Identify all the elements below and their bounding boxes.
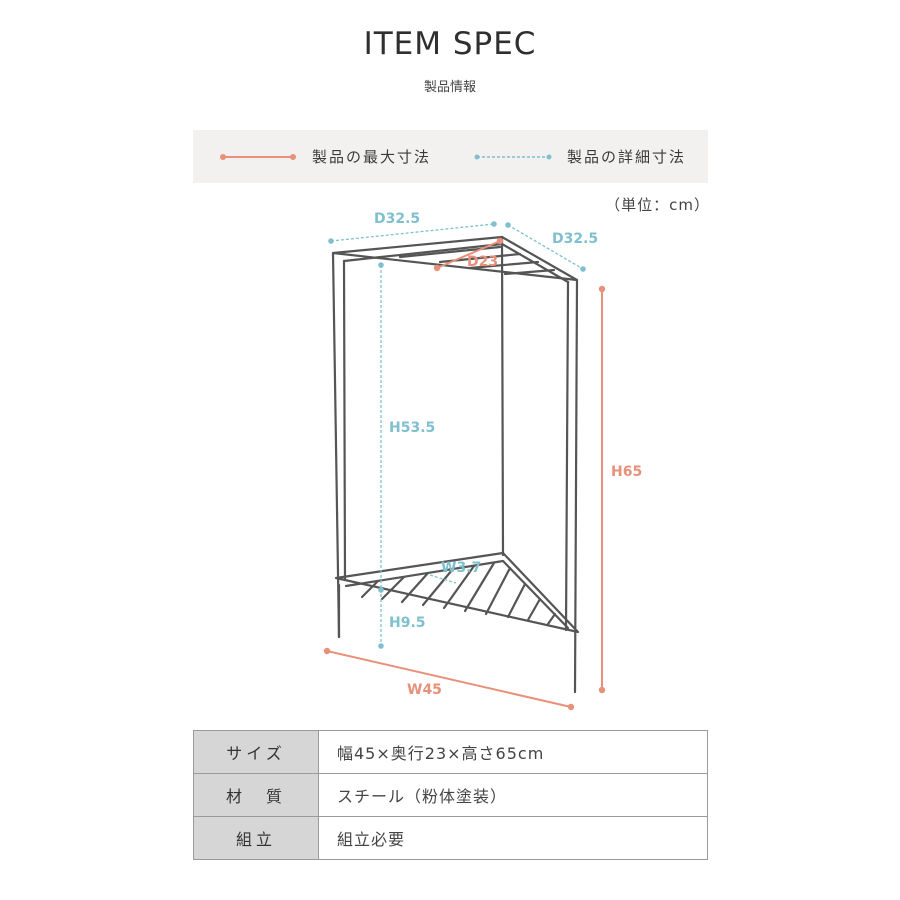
spec-label-assembly: 組立 [193, 816, 319, 860]
table-row: サイズ 幅45×奥行23×高さ65cm [193, 730, 708, 774]
top-right-depth-line [507, 224, 584, 270]
top-right-depth-label: D32.5 [552, 231, 598, 247]
slat-gap-width-label: W3.7 [441, 560, 481, 576]
legend-item-max: 製品の最大寸法 [218, 130, 431, 183]
legend-item-detail: 製品の詳細寸法 [473, 130, 686, 183]
detail-dimension-line-icon [474, 154, 552, 159]
table-row: 材 質 スチール（粉体塗装） [193, 773, 708, 817]
max-dimension-line-icon [220, 153, 296, 160]
unit-note: （単位：cm） [605, 196, 710, 214]
spec-value-size: 幅45×奥行23×高さ65cm [318, 730, 708, 774]
spec-value-assembly: 組立必要 [318, 816, 708, 860]
dimension-legend: 製品の最大寸法 製品の詳細寸法 [193, 130, 708, 183]
legend-label-detail: 製品の詳細寸法 [567, 148, 687, 166]
spec-label-size: サイズ [193, 730, 319, 774]
page-subtitle: 製品情報 [423, 80, 476, 95]
table-row: 組立 組立必要 [193, 816, 708, 860]
bottom-height-label: H9.5 [389, 615, 426, 631]
total-height-label: H65 [611, 464, 642, 480]
top-left-depth-line [330, 223, 495, 242]
inner-depth-label: D23 [467, 254, 498, 270]
legend-label-max: 製品の最大寸法 [312, 148, 432, 166]
total-width-line [326, 650, 572, 708]
shelf-gap-height-label: H53.5 [389, 420, 435, 436]
spec-table: サイズ 幅45×奥行23×高さ65cm 材 質 スチール（粉体塗装） 組立 組立… [193, 730, 708, 860]
spec-label-material: 材 質 [193, 773, 319, 817]
corner-rack-illustration [331, 235, 580, 694]
page-title: ITEM SPEC [363, 26, 537, 62]
total-width-label: W45 [407, 682, 442, 698]
slat-gap-width-line [429, 574, 457, 584]
top-left-depth-label: D32.5 [374, 211, 420, 227]
spec-value-material: スチール（粉体塗装） [318, 773, 708, 817]
inner-depth-line [436, 240, 501, 269]
